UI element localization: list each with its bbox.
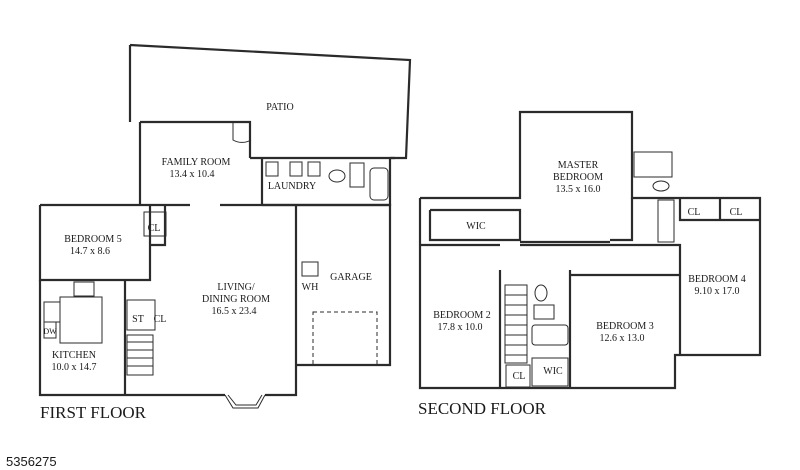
vanity bbox=[349, 162, 365, 188]
master-vanity bbox=[657, 199, 675, 243]
kitchen-sink bbox=[43, 301, 61, 323]
bedroom5-closet-label: CL bbox=[148, 223, 161, 234]
first-floor-closet-label: CL bbox=[154, 314, 167, 325]
bathtub bbox=[369, 167, 389, 201]
kitchen-dims: 10.0 x 14.7 bbox=[52, 362, 97, 373]
master-label-line1: MASTER bbox=[558, 160, 599, 171]
first-floor-labels: PATIO FAMILY ROOM 13.4 x 10.4 LAUNDRY BE… bbox=[40, 102, 372, 422]
bedroom4-label: BEDROOM 4 bbox=[688, 274, 746, 285]
bay-window bbox=[224, 394, 266, 409]
bedroom4-dims: 9.10 x 17.0 bbox=[695, 286, 740, 297]
stair-treads bbox=[127, 341, 153, 367]
family-room-walls bbox=[138, 120, 395, 205]
hall-wic bbox=[531, 357, 569, 387]
storage-label: ST bbox=[132, 314, 144, 325]
laundry-dryer bbox=[289, 161, 303, 177]
master-shower bbox=[633, 151, 673, 178]
garage-label: GARAGE bbox=[330, 272, 372, 283]
living-label-line2: DINING ROOM bbox=[202, 294, 270, 305]
second-floor-stairs bbox=[504, 284, 528, 364]
master-label-line2: BEDROOM bbox=[553, 172, 603, 183]
first-floor-stairs bbox=[126, 334, 154, 376]
first-floor-title: FIRST FLOOR bbox=[40, 403, 147, 422]
laundry-label: LAUNDRY bbox=[268, 181, 316, 192]
kitchen-label: KITCHEN bbox=[52, 350, 96, 361]
master-wic-walls bbox=[428, 208, 522, 242]
kitchen-island bbox=[59, 296, 103, 344]
patio-outline bbox=[128, 43, 412, 160]
living-dining-walls bbox=[40, 203, 392, 397]
garage-door-outline bbox=[312, 311, 378, 366]
bedroom2-label: BEDROOM 2 bbox=[433, 310, 491, 321]
laundry-washer bbox=[265, 161, 279, 177]
bedroom4-closet2-label: CL bbox=[730, 207, 743, 218]
dishwasher bbox=[43, 321, 57, 339]
bedroom2-closet-label: CL bbox=[513, 371, 526, 382]
family-room-door-swing bbox=[232, 122, 252, 143]
second-floor-stair-treads bbox=[505, 294, 527, 356]
second-floor-labels: MASTER BEDROOM 13.5 x 16.0 WIC CL CL BED… bbox=[418, 160, 746, 418]
second-floor-outer-walls bbox=[418, 110, 762, 390]
hall-bathtub bbox=[531, 324, 569, 346]
kitchen-walls bbox=[38, 280, 150, 397]
water-heater bbox=[301, 261, 319, 277]
listing-id: 5356275 bbox=[6, 454, 57, 469]
second-floor-title: SECOND FLOOR bbox=[418, 399, 547, 418]
hall-wic-label: WIC bbox=[543, 366, 563, 377]
bedroom5-closet bbox=[143, 211, 167, 237]
dishwasher-label: DW bbox=[43, 327, 57, 336]
hallway-walls bbox=[420, 243, 682, 388]
patio-label: PATIO bbox=[266, 102, 293, 113]
bedroom4-closet1-label: CL bbox=[688, 207, 701, 218]
laundry-sink bbox=[307, 161, 321, 177]
second-floor-plan bbox=[418, 110, 762, 390]
hall-sink bbox=[533, 304, 555, 320]
family-room-label: FAMILY ROOM bbox=[162, 157, 231, 168]
toilet bbox=[328, 169, 346, 183]
bedroom5-label: BEDROOM 5 bbox=[64, 234, 122, 245]
bedroom3-dims: 12.6 x 13.0 bbox=[600, 333, 645, 344]
kitchen-range bbox=[73, 281, 95, 297]
storage-closet bbox=[126, 299, 156, 331]
first-floor-plan bbox=[38, 43, 412, 409]
living-dims: 16.5 x 23.4 bbox=[212, 306, 257, 317]
water-heater-label: WH bbox=[302, 282, 319, 293]
master-dims: 13.5 x 16.0 bbox=[556, 184, 601, 195]
bedroom2-closet bbox=[505, 364, 531, 388]
bedroom3-label: BEDROOM 3 bbox=[596, 321, 654, 332]
hall-toilet bbox=[534, 284, 548, 302]
bedroom5-dims: 14.7 x 8.6 bbox=[70, 246, 110, 257]
master-wic-label: WIC bbox=[466, 221, 486, 232]
bedroom4-closet-walls bbox=[678, 198, 760, 222]
bedroom2-dims: 17.8 x 10.0 bbox=[438, 322, 483, 333]
master-toilet bbox=[652, 180, 670, 192]
living-label-line1: LIVING/ bbox=[217, 282, 254, 293]
master-bedroom-walls bbox=[520, 198, 634, 244]
family-room-dims: 13.4 x 10.4 bbox=[170, 169, 215, 180]
